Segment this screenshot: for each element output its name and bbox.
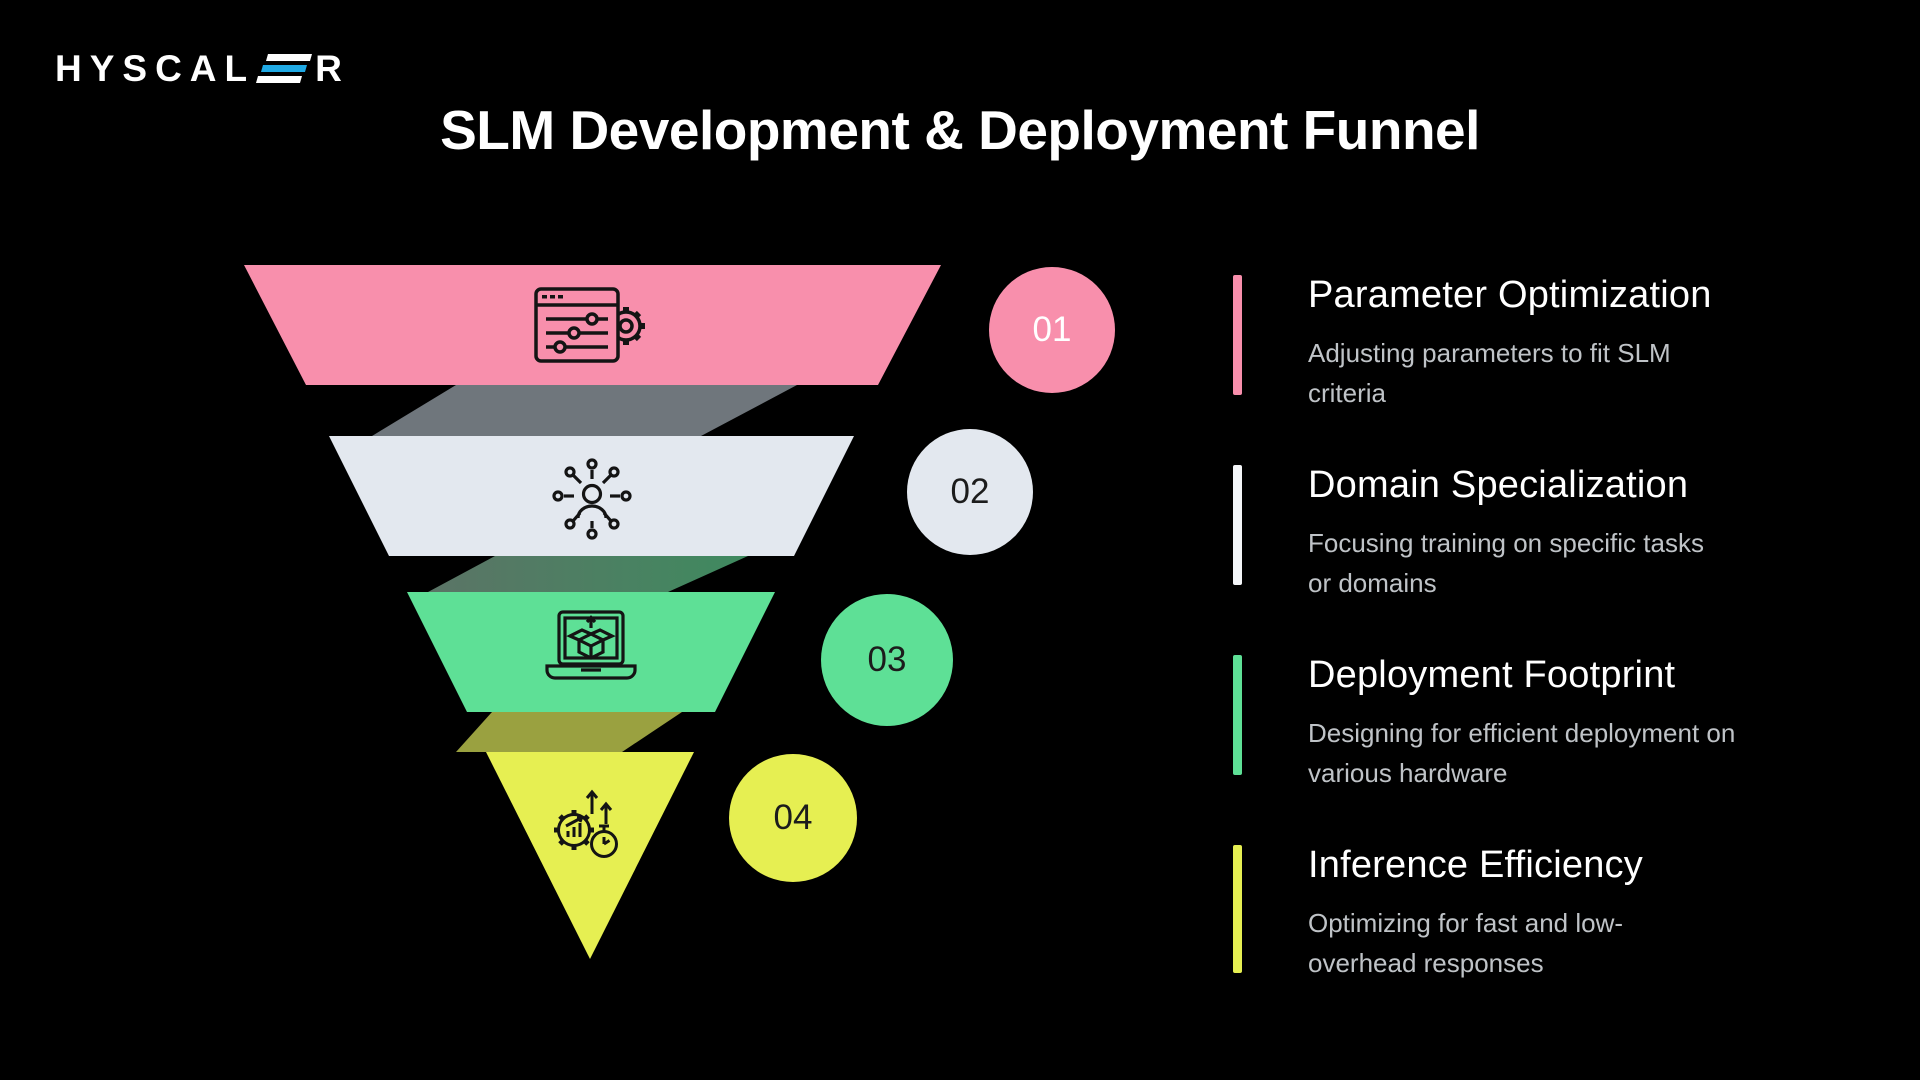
detail-title-1: Parameter Optimization [1308,274,1712,316]
detail-desc-3-line2: various hardware [1308,757,1508,788]
stage-number-badge-3: 03 [821,594,953,726]
accent-bar-white [1233,465,1242,585]
detail-item-parameter-optimization: Parameter Optimization Adjusting paramet… [1233,274,1712,413]
person-network-icon [552,458,632,540]
detail-desc-4: Optimizing for fast and low- overhead re… [1308,903,1643,983]
detail-item-deployment-footprint: Deployment Footprint Designing for effic… [1233,654,1735,793]
accent-bar-green [1233,655,1242,775]
page-title: SLM Development & Deployment Funnel [440,99,1480,161]
detail-desc-2: Focusing training on specific tasks or d… [1308,523,1704,603]
detail-desc-3: Designing for efficient deployment on va… [1308,713,1735,793]
detail-desc-2-line1: Focusing training on specific tasks [1308,527,1704,558]
stage-number-3: 03 [867,640,907,679]
gear-chart-stopwatch-icon [554,789,618,858]
stage-number-1: 01 [1032,310,1072,349]
detail-desc-1: Adjusting parameters to fit SLM criteria [1308,333,1712,413]
logo-stylized-e-icon [256,53,313,85]
logo-e-bar-top [266,54,313,61]
stage-number-4: 04 [773,798,813,837]
detail-item-domain-specialization: Domain Specialization Focusing training … [1233,464,1704,603]
stage-number-badge-2: 02 [907,429,1033,555]
detail-title-3: Deployment Footprint [1308,654,1676,696]
accent-bar-yellow [1233,845,1242,973]
laptop-package-icon [545,610,637,680]
detail-item-inference-efficiency: Inference Efficiency Optimizing for fast… [1233,844,1643,983]
window-sliders-gear-icon [534,287,645,363]
logo-e-bar-middle-accent [261,65,308,72]
detail-desc-2-line2: or domains [1308,567,1437,598]
detail-desc-1-line1: Adjusting parameters to fit SLM [1308,337,1671,368]
logo-text-right: R [315,48,350,89]
detail-title-2: Domain Specialization [1308,464,1689,506]
stage-number-2: 02 [950,472,990,511]
detail-desc-4-line1: Optimizing for fast and low- [1308,907,1624,938]
stage-number-badge-4: 04 [729,754,857,882]
stage-number-badge-1: 01 [989,267,1115,393]
detail-desc-4-line2: overhead responses [1308,947,1544,978]
funnel-connector-3 [456,712,682,752]
hyscaler-logo: HYSCAL R [55,48,350,90]
logo-text-left: HYSCAL [55,48,256,89]
funnel-connector-2 [428,556,748,592]
accent-bar-pink [1233,275,1242,395]
funnel-stage-2-domain-specialization [329,436,854,556]
detail-desc-1-line2: criteria [1308,377,1387,408]
funnel-connector-1 [372,385,797,436]
detail-title-4: Inference Efficiency [1308,844,1643,886]
logo-e-bar-bottom [256,76,303,83]
detail-desc-3-line1: Designing for efficient deployment on [1308,717,1736,748]
